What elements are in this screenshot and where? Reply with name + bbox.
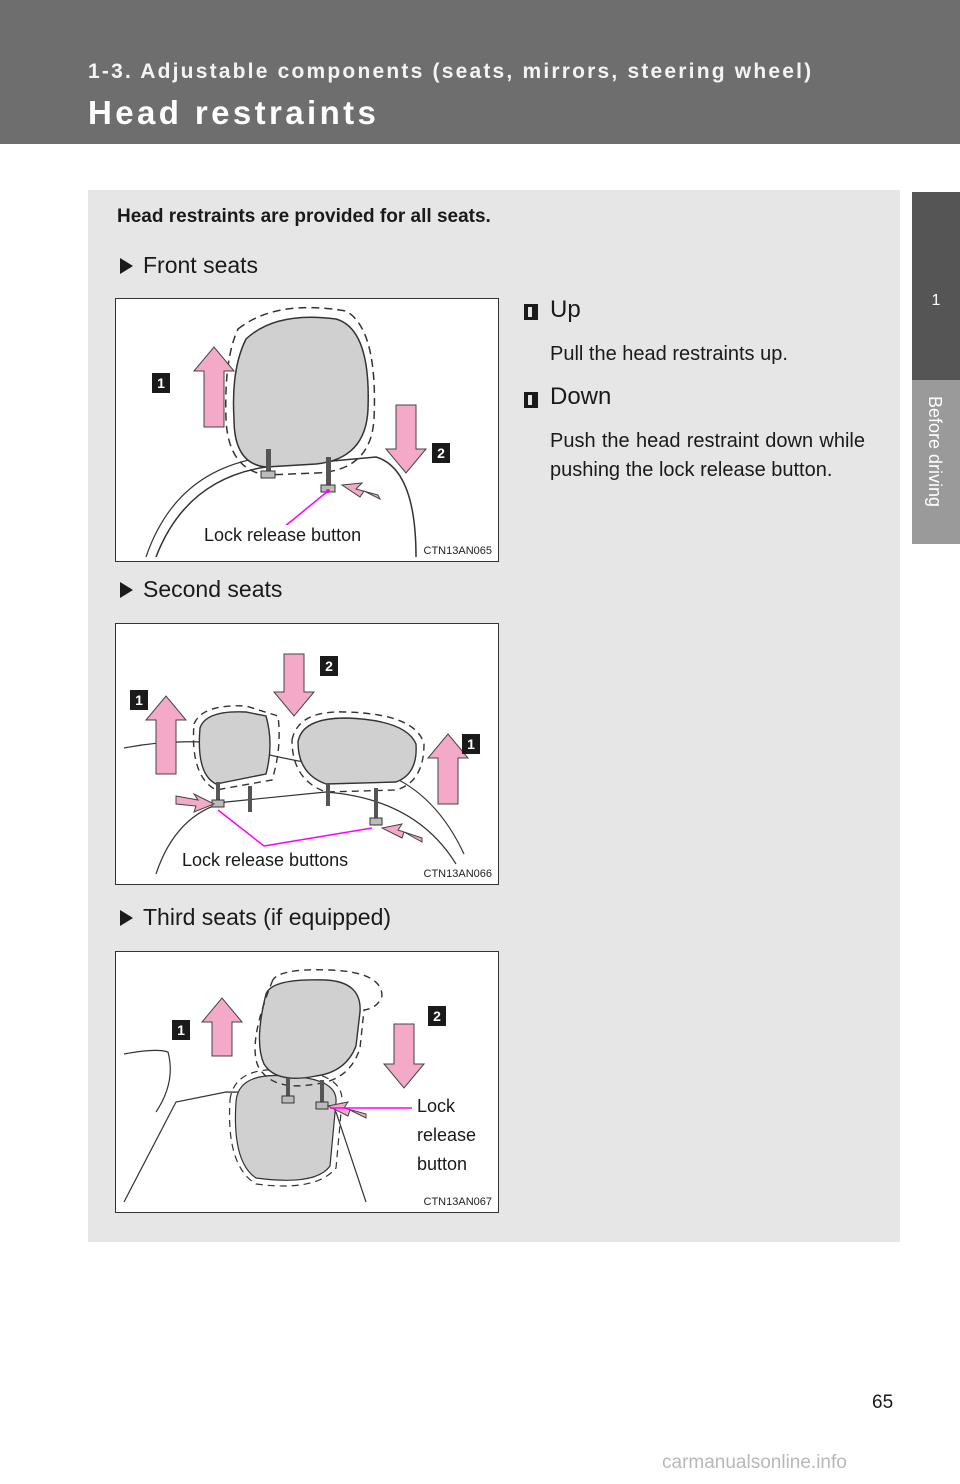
page-number: 65	[872, 1392, 894, 1413]
section-second-seats: Second seats	[120, 576, 282, 603]
step-title-down: Down	[550, 383, 612, 410]
figure-front-seats: 1 2 Lock release button CTN13AN065	[115, 298, 499, 562]
step-desc-up: Pull the head restraints up.	[550, 343, 788, 365]
step-badge-2: 2	[320, 656, 338, 676]
front-seat-illustration	[145, 306, 428, 558]
step-title-up: Up	[550, 296, 581, 323]
third-seat-illustration	[123, 969, 426, 1203]
step-marker-1	[524, 304, 538, 320]
chapter-title: 1-3. Adjustable components (seats, mirro…	[88, 60, 814, 83]
figure-code: CTN13AN067	[423, 1196, 492, 1208]
pointer-icon	[120, 582, 133, 598]
step-badge-1: 1	[152, 373, 170, 393]
section-front-seats: Front seats	[120, 252, 258, 279]
step-desc-down: Push the head restraint down while pushi…	[550, 430, 865, 481]
page-header: 1-3. Adjustable components (seats, mirro…	[0, 0, 960, 144]
figure-caption: Lock release button	[204, 525, 362, 546]
figure-code: CTN13AN066	[423, 868, 492, 880]
figure-third-seats: 1 2 Lock release button CTN13AN067	[115, 951, 499, 1213]
chapter-rail: Before driving	[912, 380, 960, 544]
step-badge-1: 1	[462, 734, 480, 754]
step-badge-1: 1	[172, 1020, 190, 1040]
chapter-tab: 1	[912, 192, 960, 380]
section-third-seats: Third seats (if equipped)	[120, 904, 391, 931]
page-title: Head restraints	[88, 94, 380, 131]
figure-caption: Lock release buttons	[182, 850, 349, 871]
second-seat-illustration	[123, 653, 470, 875]
figure-caption-line-1: Lock	[417, 1096, 456, 1116]
figure-caption-line-2: release	[417, 1125, 477, 1145]
figure-code: CTN13AN065	[423, 545, 492, 557]
pointer-icon	[120, 910, 133, 926]
section-label: Front seats	[143, 252, 259, 278]
step-marker-2	[524, 392, 538, 408]
section-label: Second seats	[143, 576, 283, 602]
chapter-tab-number: 1	[931, 292, 941, 309]
figure-caption-line-3: button	[417, 1154, 468, 1174]
figure-second-seats: 1 2 1 Lock release buttons CTN13AN066	[115, 623, 499, 885]
step-badge-2: 2	[432, 443, 450, 463]
step-badge-2: 2	[428, 1006, 446, 1026]
section-label: Third seats (if equipped)	[143, 904, 392, 930]
watermark: carmanualsonline.info	[662, 1452, 847, 1473]
chapter-tab-label: Before driving	[925, 396, 945, 508]
step-badge-1: 1	[130, 690, 148, 710]
pointer-icon	[120, 258, 133, 274]
intro-text: Head restraints are provided for all sea…	[117, 206, 491, 227]
